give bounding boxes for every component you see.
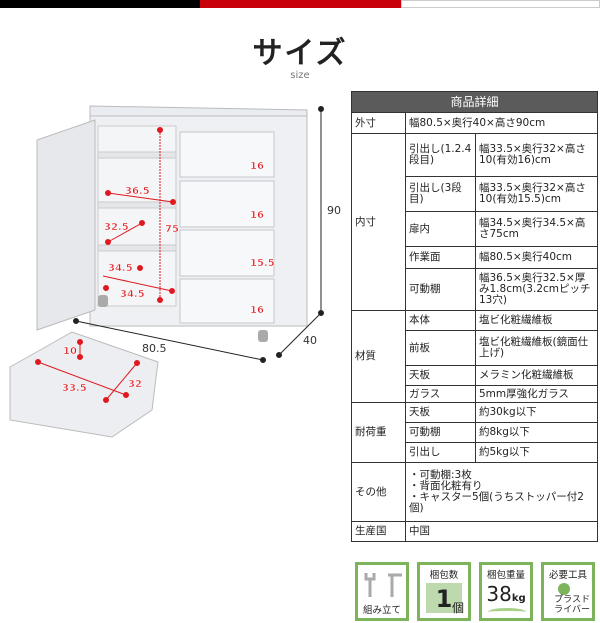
drawer-height-label: 10 xyxy=(63,346,77,357)
icon-unit: 個 xyxy=(451,601,464,615)
icon-label: 梱包数 xyxy=(429,570,459,581)
drawer4-label: 16 xyxy=(250,305,264,316)
row-value: 約30kg以下 xyxy=(475,402,598,423)
spec-table: 商品詳細 外寸幅80.5×奥行40×高さ90cm 内寸引出し(1.2.4段目)幅… xyxy=(351,91,598,542)
row-value: 塩ビ化粧繊維板 xyxy=(475,310,598,331)
cabinet-illustration: 36.5 32.5 75 34.5 34.5 16 16 15.5 16 90 … xyxy=(9,105,341,438)
sub-label: 引出し(1.2.4段目) xyxy=(405,133,476,177)
wrench-hammer-icon xyxy=(364,573,402,597)
box-icon xyxy=(426,583,462,613)
row-value: 中国 xyxy=(405,521,598,542)
icon-label: 組み立て xyxy=(362,605,401,616)
page-subtitle: size xyxy=(290,70,310,81)
door-depth-label: 34.5 xyxy=(108,263,133,274)
sub-label: 天板 xyxy=(405,365,476,386)
page-title: サイズ xyxy=(252,36,348,71)
required-tool-icon: 必要工具 プラスドライバー xyxy=(541,562,595,621)
drawer-width-label: 33.5 xyxy=(62,383,87,394)
package-count-icon: 梱包数 1 個 xyxy=(417,562,471,621)
other-line: ・キャスター5個(うちストッパー付2個) xyxy=(409,491,584,514)
drawer1-label: 16 xyxy=(250,161,264,172)
icon-value: 1 xyxy=(435,585,453,613)
sub-label: 可動棚 xyxy=(405,268,476,311)
sub-label: 引出し xyxy=(405,442,476,463)
open-door xyxy=(36,119,96,331)
row-value: 幅80.5×奥行40×高さ90cm xyxy=(405,112,598,134)
top-bar-red xyxy=(200,0,401,8)
scale-icon xyxy=(488,608,526,616)
sub-label: 前板 xyxy=(405,330,476,366)
row-value: 5mm厚強化ガラス xyxy=(475,385,598,403)
row-value: 幅36.5×奥行32.5×厚み1.8cm(3.2cmピッチ13穴) xyxy=(475,268,598,311)
drawers xyxy=(179,131,275,324)
row-label: その他 xyxy=(351,462,406,522)
drawer2-label: 16 xyxy=(250,210,264,221)
assembly-icon: 組み立て xyxy=(355,562,409,621)
row-value: メラミン化粧繊維板 xyxy=(475,365,598,386)
height-label: 90 xyxy=(327,204,341,217)
row-label: 耐荷重 xyxy=(351,402,406,463)
sub-label: 可動棚 xyxy=(405,422,476,443)
row-value: 幅80.5×奥行40cm xyxy=(475,246,598,269)
top-bar-black xyxy=(0,0,200,8)
row-value: 塩ビ化粧繊維板(鏡面仕上げ) xyxy=(475,330,598,366)
icon-value: 38 xyxy=(486,582,512,606)
icon-label: 梱包重量 xyxy=(486,570,525,581)
sub-label: 天板 xyxy=(405,402,476,423)
icon-label: 必要工具 xyxy=(548,570,587,581)
shelf-width-label: 36.5 xyxy=(125,186,150,197)
row-value: 約5kg以下 xyxy=(475,442,598,463)
package-weight-icon: 梱包重量 38kg xyxy=(479,562,533,621)
drawer3-label: 15.5 xyxy=(250,258,275,269)
row-label: 外寸 xyxy=(351,112,406,134)
row-value: 約8kg以下 xyxy=(475,422,598,443)
width-label: 80.5 xyxy=(142,342,167,355)
shelf-depth-label: 32.5 xyxy=(104,222,129,233)
spec-table-title: 商品詳細 xyxy=(351,91,598,113)
sub-label: 本体 xyxy=(405,310,476,331)
row-value: ・可動棚:3枚・背面化粧有り・キャスター5個(うちストッパー付2個) xyxy=(405,462,598,522)
row-label: 生産国 xyxy=(351,521,406,542)
sub-label: 作業面 xyxy=(405,246,476,269)
row-value: 幅33.5×奥行32×高さ10(有効16)cm xyxy=(475,133,598,177)
top-bar-white xyxy=(401,0,600,8)
inner-height-label: 75 xyxy=(165,224,179,235)
drawer-depth-label: 32 xyxy=(128,379,142,390)
sub-label: 扉内 xyxy=(405,211,476,247)
sub-label: ガラス xyxy=(405,385,476,403)
row-value: 幅33.5×奥行32×高さ10(有効15.5)cm xyxy=(475,176,598,212)
row-value: 幅34.5×奥行34.5×高さ75cm xyxy=(475,211,598,247)
info-icons: 組み立て 梱包数 1 個 梱包重量 38kg 必要工具 プラスドライバー xyxy=(355,562,595,621)
plus-screwdriver-icon xyxy=(558,583,570,595)
icon-unit: kg xyxy=(511,593,526,604)
other-line: ・背面化粧有り xyxy=(409,480,483,492)
other-line: ・可動棚:3枚 xyxy=(409,469,472,481)
depth-label: 40 xyxy=(303,334,317,347)
drawer-detail xyxy=(9,331,159,438)
door-width-label: 34.5 xyxy=(120,289,145,300)
icon-value: プラスドライバー xyxy=(554,595,590,615)
row-label: 内寸 xyxy=(351,133,406,311)
sub-label: 引出し(3段目) xyxy=(405,176,476,212)
row-label: 材質 xyxy=(351,310,406,403)
